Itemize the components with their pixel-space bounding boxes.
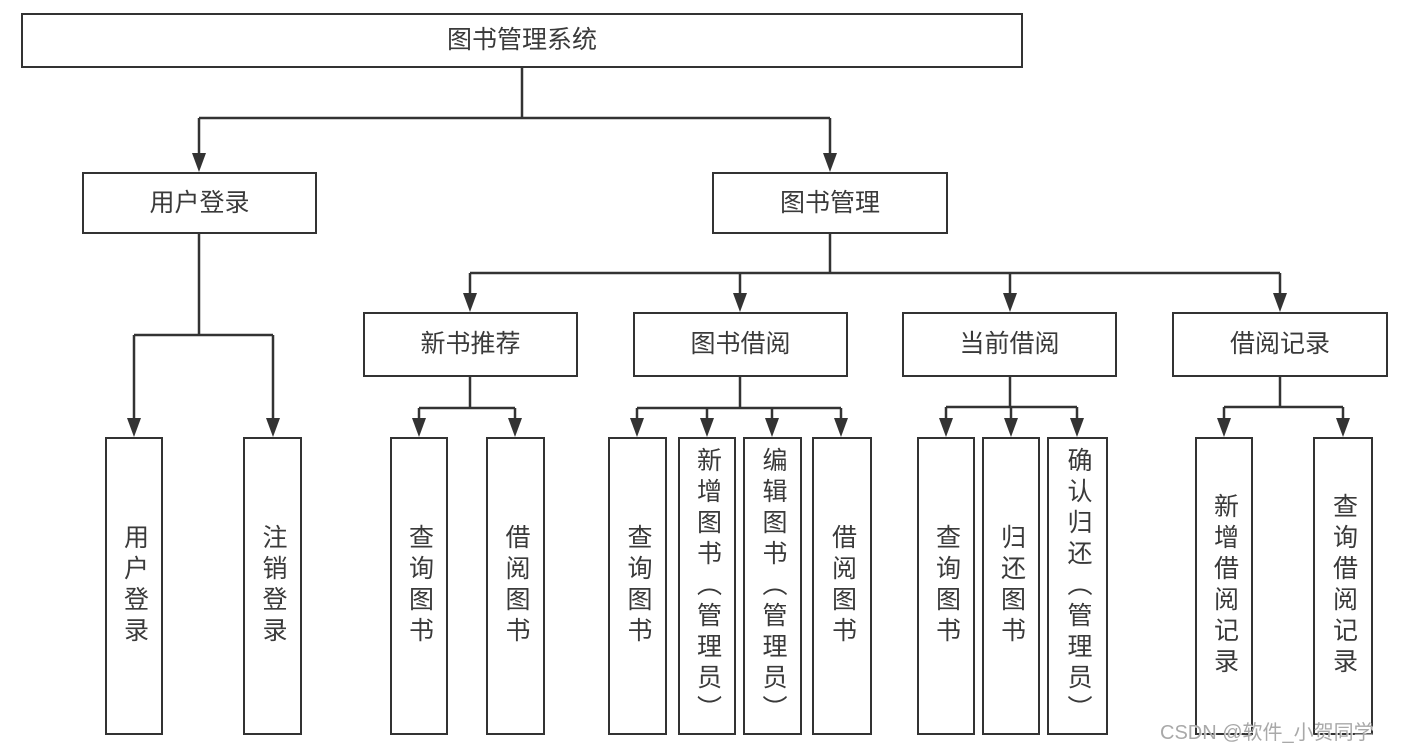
leaf-edit-book-admin: 编辑图书（管理员） [743, 437, 802, 735]
leaf-query-book-3-label: 查询图书 [932, 524, 961, 648]
leaf-logout-label: 注销登录 [259, 524, 287, 648]
node-root-library-system: 图书管理系统 [21, 13, 1023, 68]
csdn-watermark: CSDN @软件_小贺同学 [1160, 722, 1374, 744]
user-login-branch-connector [127, 234, 280, 437]
root-to-level2-connector [192, 68, 837, 172]
leaf-query-borrow-record: 查询借阅记录 [1313, 437, 1373, 735]
new-book-branch-connector [412, 377, 522, 437]
leaf-add-borrow-record-label: 新增借阅记录 [1210, 493, 1239, 679]
leaf-borrow-book-1: 借阅图书 [486, 437, 545, 735]
leaf-confirm-return-admin: 确认归还（管理员） [1047, 437, 1108, 735]
node-new-book-recommend: 新书推荐 [363, 312, 578, 377]
node-user-login: 用户登录 [82, 172, 317, 234]
book-borrow-branch-connector [630, 377, 848, 437]
borrow-record-branch-connector [1217, 377, 1350, 437]
leaf-return-book-label: 归还图书 [997, 524, 1026, 648]
node-book-management: 图书管理 [712, 172, 948, 234]
leaf-user-login: 用户登录 [105, 437, 163, 735]
leaf-borrow-book-2-label: 借阅图书 [828, 524, 857, 648]
book-management-branch-connector [463, 234, 1287, 312]
current-borrow-branch-connector [939, 377, 1084, 437]
leaf-add-book-admin: 新增图书（管理员） [678, 437, 736, 735]
leaf-query-book-3: 查询图书 [917, 437, 975, 735]
node-borrow-record: 借阅记录 [1172, 312, 1388, 377]
leaf-borrow-book-1-label: 借阅图书 [502, 524, 530, 648]
leaf-query-book-1: 查询图书 [390, 437, 448, 735]
node-book-borrow: 图书借阅 [633, 312, 848, 377]
leaf-return-book: 归还图书 [982, 437, 1040, 735]
leaf-query-book-1-label: 查询图书 [405, 524, 434, 648]
leaf-query-book-2: 查询图书 [608, 437, 667, 735]
leaf-add-book-admin-label: 新增图书（管理员） [693, 446, 722, 726]
node-current-borrow: 当前借阅 [902, 312, 1117, 377]
leaf-query-book-2-label: 查询图书 [624, 524, 652, 648]
leaf-borrow-book-2: 借阅图书 [812, 437, 872, 735]
leaf-edit-book-admin-label: 编辑图书（管理员） [759, 446, 787, 726]
leaf-add-borrow-record: 新增借阅记录 [1195, 437, 1253, 735]
leaf-user-login-label: 用户登录 [120, 524, 149, 648]
leaf-query-borrow-record-label: 查询借阅记录 [1329, 493, 1358, 679]
leaf-logout: 注销登录 [243, 437, 302, 735]
leaf-confirm-return-admin-label: 确认归还（管理员） [1064, 446, 1092, 726]
